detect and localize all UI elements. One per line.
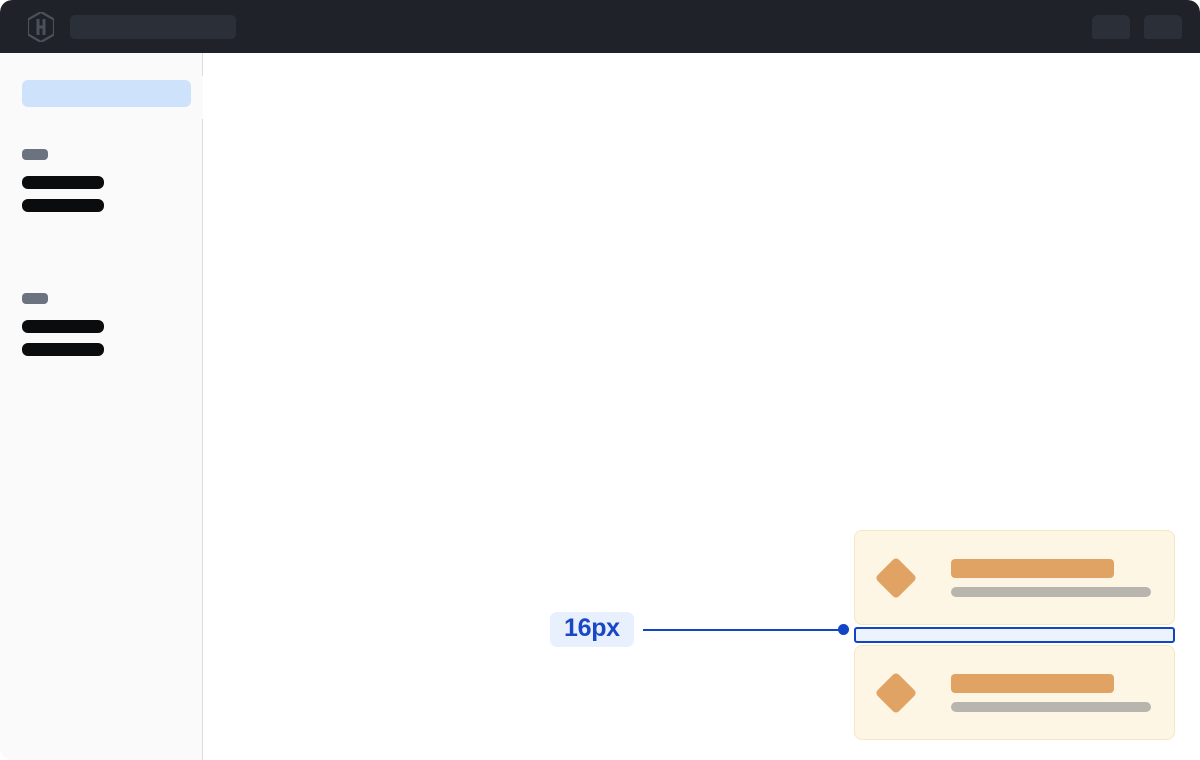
diamond-icon — [874, 556, 918, 599]
spacing-endpoint-dot — [837, 624, 849, 635]
hashicorp-hexagon-logo-icon[interactable] — [26, 10, 56, 43]
card-2-text-block — [951, 673, 1151, 712]
card-1-subtitle — [951, 586, 1151, 597]
card-2-subtitle — [951, 701, 1151, 712]
spacing-annotation: 16px — [550, 612, 849, 647]
topbar-chip-1[interactable] — [1092, 14, 1130, 39]
main-content-canvas: 16px — [203, 53, 1200, 760]
global-search-input[interactable] — [70, 14, 236, 39]
body-area: 16px — [0, 53, 1200, 760]
sidebar — [0, 53, 217, 760]
sidebar-group-2 — [22, 293, 104, 356]
spacing-measurement-bar[interactable] — [854, 627, 1175, 643]
top-navigation-bar — [0, 0, 1200, 53]
sidebar-group-2-label — [22, 293, 48, 304]
card-1-title — [951, 558, 1114, 578]
sidebar-item-g2-2[interactable] — [22, 343, 104, 356]
sidebar-item-g2-1[interactable] — [22, 320, 104, 333]
spacing-value-badge: 16px — [550, 612, 634, 647]
topbar-chip-2[interactable] — [1144, 14, 1182, 39]
sidebar-group-1 — [22, 149, 104, 212]
sidebar-group-1-label — [22, 149, 48, 160]
content-card-2[interactable] — [854, 645, 1175, 740]
sidebar-item-g1-2[interactable] — [22, 199, 104, 212]
spacing-leader-line — [642, 628, 839, 631]
card-2-title — [951, 673, 1114, 693]
card-1-text-block — [951, 558, 1151, 597]
card-stack — [854, 530, 1175, 740]
sidebar-item-g1-1[interactable] — [22, 176, 104, 189]
sidebar-item-selected[interactable] — [22, 80, 191, 107]
content-card-1[interactable] — [854, 530, 1175, 625]
diamond-icon — [874, 671, 918, 714]
